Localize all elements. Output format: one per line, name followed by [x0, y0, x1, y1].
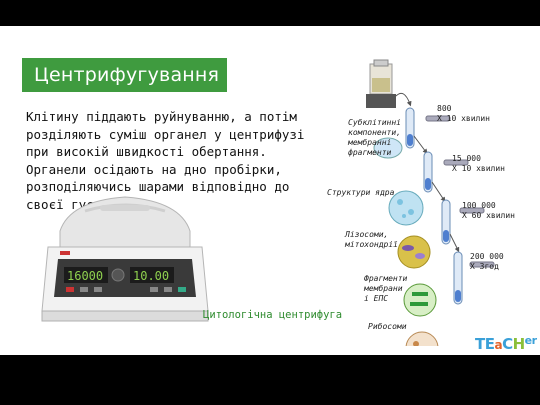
- step-2-time: X 10 хвилин: [452, 164, 505, 173]
- membrane-fragments-icon: [373, 137, 403, 159]
- step-3-time: X 60 хвилин: [462, 211, 515, 220]
- display-right: 10.00: [133, 269, 169, 283]
- slide: Центрифугування Клітину піддають руйнува…: [0, 26, 540, 355]
- tube-2: [423, 151, 433, 193]
- rotor-icon-3: [459, 207, 485, 214]
- er-fragments-icon: [403, 283, 437, 317]
- fraction-3-label: Лізосоми, мітохондрії: [345, 230, 398, 249]
- step-3-speed: 100 000: [462, 201, 496, 210]
- tube-1: [405, 107, 415, 149]
- ribosome-icon: [405, 331, 439, 346]
- tube-4: [453, 251, 463, 305]
- blender-icon: [366, 59, 396, 108]
- step-4-speed: 200 000: [470, 252, 504, 261]
- tube-3: [441, 199, 451, 245]
- step-4-time: X 3год: [470, 262, 499, 271]
- rotor-icon-2: [443, 159, 469, 166]
- mitochondria-icon: [397, 235, 431, 269]
- fractionation-diagram: [366, 59, 495, 346]
- body-text: Клітину піддають руйнуванню, а потім роз…: [26, 109, 305, 212]
- rotor-icon-1: [425, 115, 451, 122]
- centrifuge-image: 16000 10.00: [41, 196, 209, 322]
- fraction-2-label: Структури ядра: [327, 188, 395, 197]
- step-1-speed: 800: [437, 104, 452, 113]
- fraction-5-label: Рибосоми: [368, 322, 407, 331]
- display-left: 16000: [67, 269, 103, 283]
- step-2-speed: 15 000: [452, 154, 481, 163]
- fraction-1-label: Субклітинні компоненти, мембранні фрагме…: [348, 118, 401, 157]
- nucleus-icon: [388, 190, 424, 226]
- fraction-4-label: Фрагменти мембрани і ЕПС: [364, 274, 408, 303]
- step-1-time: X 10 хвилин: [437, 114, 490, 123]
- caption: Цитологічна центрифуга: [203, 309, 343, 321]
- teacher-logo: TEaCHer: [475, 334, 537, 353]
- rotor-icon-4: [469, 261, 495, 268]
- slide-title: Центрифугування: [22, 58, 227, 92]
